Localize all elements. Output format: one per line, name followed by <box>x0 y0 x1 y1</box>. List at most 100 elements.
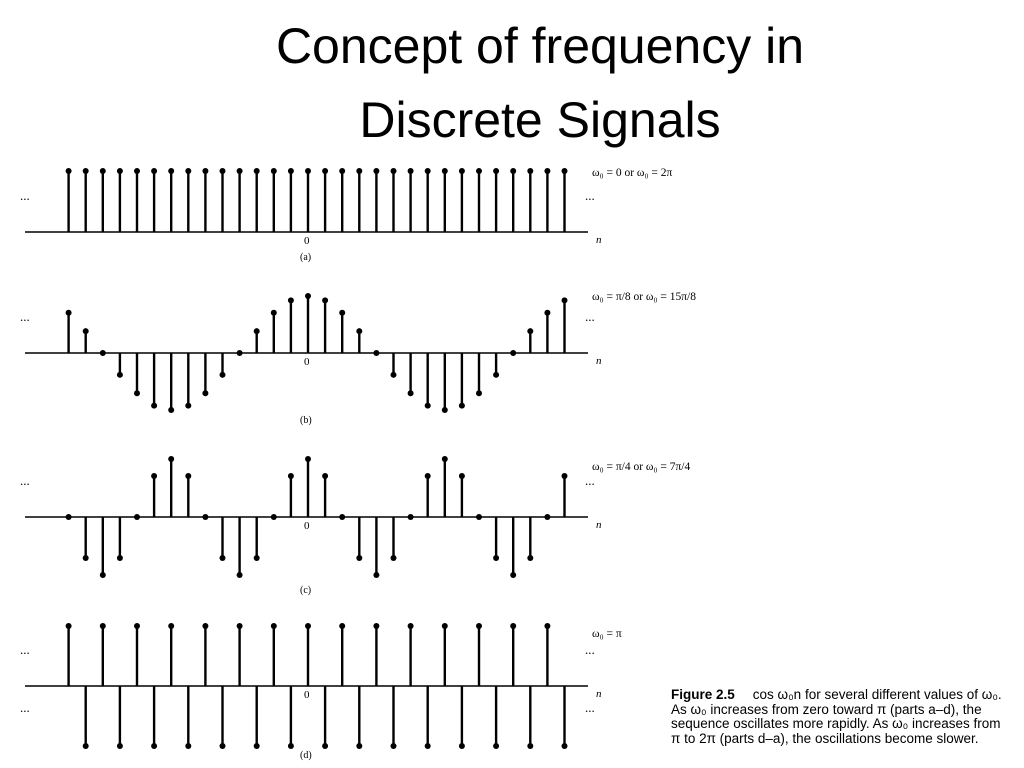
stem-tip-c-n3 <box>356 555 363 562</box>
stem-tip-a-n-13 <box>82 168 89 174</box>
stem-tip-a-n9 <box>458 168 465 174</box>
stem-tip-a-n-9 <box>151 168 158 174</box>
stem-tip-d-n12 <box>510 623 517 629</box>
stem-tip-a-n4 <box>373 168 380 174</box>
stem-tip-b-n2 <box>339 309 346 316</box>
stem-tip-c-n-1 <box>287 472 294 479</box>
stem-tip-b-n10 <box>476 390 482 397</box>
stem-tip-a-n6 <box>407 168 414 174</box>
stem-tip-c-n12 <box>510 572 517 578</box>
stem-tip-c-n14 <box>544 514 551 520</box>
stem-tip-d-n-4 <box>236 623 243 629</box>
stem-tip-b-n-11 <box>116 371 123 378</box>
stem-tip-d-n-3 <box>253 743 260 749</box>
stem-tip-a-n2 <box>339 168 346 174</box>
stem-tip-b-n8 <box>441 407 448 413</box>
panel-label-c: (c) <box>300 585 311 596</box>
stem-tip-b-n-8 <box>168 407 175 413</box>
ellipsis-left-b: ... <box>20 309 30 324</box>
stem-tip-b-n11 <box>493 371 500 378</box>
ellipsis-right-a: ... <box>585 188 595 203</box>
stem-tip-d-n9 <box>458 743 465 749</box>
stem-tip-b-n9 <box>458 402 465 409</box>
stem-tip-b-n14 <box>544 309 551 316</box>
stem-tip-d-n10 <box>476 623 482 629</box>
ellipsis-left-c: ... <box>20 473 30 488</box>
origin-label-c: 0 <box>304 520 310 532</box>
stem-tip-a-n15 <box>561 168 568 174</box>
stem-tip-d-n-2 <box>270 623 277 629</box>
stem-tip-b-n-12 <box>99 350 106 356</box>
stem-tip-b-n-9 <box>151 402 158 409</box>
stem-tip-c-n4 <box>373 572 380 578</box>
ellipsis-left-d: ... <box>20 642 30 657</box>
stem-tip-c-n6 <box>407 514 414 520</box>
stem-tip-c-n7 <box>424 472 431 479</box>
stem-tip-a-n12 <box>510 168 517 174</box>
stem-tip-a-n-2 <box>270 168 277 174</box>
stem-tip-c-n-10 <box>134 514 140 520</box>
stem-tip-b-n3 <box>356 328 363 335</box>
stem-tip-a-n-7 <box>185 168 192 174</box>
stem-tip-c-n-4 <box>236 572 243 578</box>
stem-tip-c-n5 <box>390 555 397 562</box>
stem-tip-c-n-2 <box>270 514 277 520</box>
stem-tip-c-n15 <box>561 472 568 479</box>
stem-tip-b-n0 <box>305 293 311 299</box>
stem-tip-d-n-14 <box>65 623 72 629</box>
stem-tip-b-n-4 <box>236 350 243 356</box>
stem-tip-d-n-9 <box>151 743 158 749</box>
stem-tip-c-n2 <box>339 514 346 520</box>
stem-tip-b-n-2 <box>270 309 277 316</box>
stem-tip-d-n-13 <box>82 743 89 749</box>
stem-tip-d-n14 <box>544 623 551 629</box>
stem-tip-a-n-4 <box>236 168 243 174</box>
stem-tip-c-n-3 <box>253 555 260 562</box>
stem-tip-c-n-13 <box>82 555 89 562</box>
stem-tip-c-n-9 <box>151 472 158 479</box>
stem-tip-b-n-13 <box>82 328 89 335</box>
stem-tip-b-n12 <box>510 350 517 356</box>
stem-tip-d-n6 <box>407 623 414 629</box>
ellipsis-left-d-lower: ... <box>20 700 30 715</box>
stem-tip-c-n9 <box>458 472 465 479</box>
ellipsis-left-a: ... <box>20 188 30 203</box>
stem-tip-c-n0 <box>305 456 311 462</box>
stem-tip-b-n-3 <box>253 328 260 335</box>
stem-tip-d-n2 <box>339 623 346 629</box>
stem-tip-d-n13 <box>527 743 534 749</box>
omega-label-b: ω₀ = π/8 or ω₀ = 15π/8 <box>592 291 696 303</box>
stem-tip-b-n7 <box>424 402 431 409</box>
stem-tip-c-n13 <box>527 555 534 562</box>
omega-label-a: ω₀ = 0 or ω₀ = 2π <box>592 167 672 179</box>
stem-tip-b-n-5 <box>219 371 226 378</box>
stem-tip-d-n-10 <box>134 623 140 629</box>
stem-tip-b-n5 <box>390 371 397 378</box>
stem-tip-a-n-1 <box>287 168 294 174</box>
omega-label-d: ω₀ = π <box>592 628 622 640</box>
stem-tip-b-n-14 <box>65 309 72 316</box>
axis-var-b: n <box>596 355 602 367</box>
stem-tip-d-n4 <box>373 623 380 629</box>
stem-tip-c-n10 <box>476 514 482 520</box>
panel-label-b: (b) <box>300 415 312 426</box>
stem-tip-a-n8 <box>441 168 448 174</box>
stem-tip-a-n14 <box>544 168 551 174</box>
stem-tip-a-n-11 <box>116 168 123 174</box>
stem-tip-d-n7 <box>424 743 431 749</box>
stem-tip-b-n6 <box>407 390 414 397</box>
axis-var-a: n <box>596 234 602 246</box>
ellipsis-right-d-lower: ... <box>585 700 595 715</box>
stem-tip-a-n1 <box>322 168 329 174</box>
slide-title-line-2: Discrete Signals <box>359 92 721 148</box>
stem-tip-c-n-12 <box>99 572 106 578</box>
stem-tip-a-n3 <box>356 168 363 174</box>
stem-tip-a-n10 <box>476 168 482 174</box>
stem-tip-d-n-8 <box>168 623 175 629</box>
figure-caption-label: Figure 2.5 <box>671 687 735 702</box>
stem-tip-c-n11 <box>493 555 500 562</box>
stem-tip-d-n1 <box>322 743 329 749</box>
stem-tip-c-n-11 <box>116 555 123 562</box>
slide-title-line-1: Concept of frequency in <box>275 18 805 74</box>
